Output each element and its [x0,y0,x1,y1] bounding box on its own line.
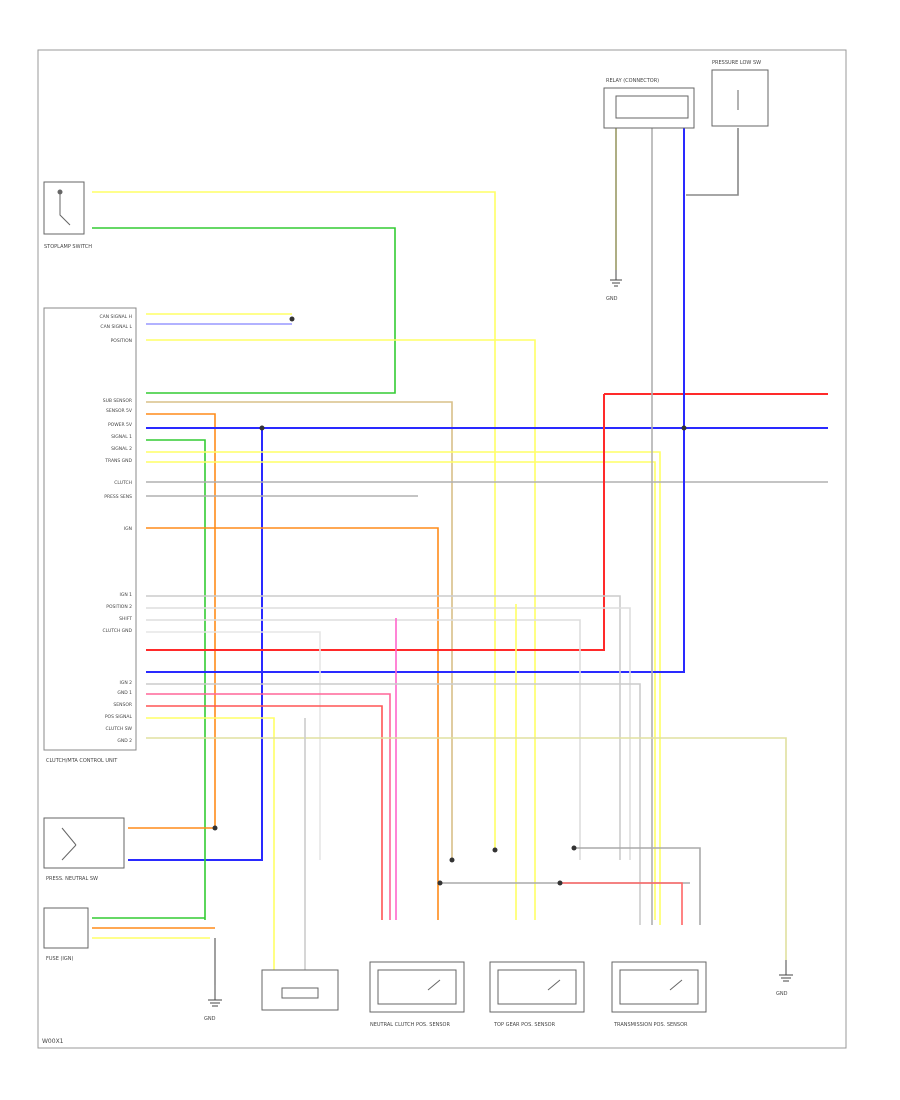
pin-label: POSITION 2 [106,604,132,610]
wire-clutch-yellow [146,451,661,925]
wire-power-orange [146,413,216,828]
pin-label: POWER 5V [108,422,133,428]
pin-label: CAN SIGNAL H [100,314,132,320]
wire-gray-right-top [686,128,739,196]
wire-clutch-gnd [146,619,581,860]
splice-dot [571,845,577,851]
wire-position-yellow [146,339,536,920]
control-unit [43,307,137,751]
control-unit-pins: CAN SIGNAL H CAN SIGNAL L POSITION SUB SENS… [100,314,133,744]
splice-dot [289,316,295,322]
splice-dot [449,857,455,863]
pin-label: SUB SENSOR [103,398,132,404]
wire-act3-top [574,847,701,925]
wire-group [92,128,828,985]
ground-label: GND [204,1016,216,1022]
neutral-switch [43,817,125,869]
wire-gnd1 [146,683,641,925]
actuator-neutral [369,961,465,1013]
pin-label: SENSOR 5V [106,408,133,414]
pin-label: CAN SIGNAL L [100,324,132,330]
wire-trans-green [146,439,206,920]
pin-label: CLUTCH SW [106,726,133,732]
relay-connector [603,87,695,129]
actuator-transmission [611,961,707,1013]
wire-gnd2 [146,737,787,960]
wire-pos-red [146,705,383,920]
pin-label: POSITION [111,338,132,344]
ground-symbol [208,270,793,1007]
pressure-sensor-label: PRESSURE LOW SW [712,60,761,66]
wire-stoplamp-green [92,227,396,394]
splice-dot [259,425,265,431]
actuator-transmission-label: TRANSMISSION POS. SENSOR [613,1022,688,1028]
pin-label: TRANS GND [104,458,132,464]
actuator-top-gear-label: TOP GEAR POS. SENSOR [493,1022,556,1028]
splice-dot [557,880,563,886]
pin-label: IGN [124,526,132,532]
pin-label: SHIFT [119,616,132,622]
diagram-frame [37,49,847,1049]
wire-signal-blue-drop [128,428,263,861]
wire-clutchsw-yellow [146,717,275,970]
splice-dot [681,425,687,431]
pin-label: GND 1 [117,690,132,696]
ground-label: GND [606,296,618,302]
wire-bottom-red [560,882,683,925]
fuse-label: FUSE (IGN) [46,956,73,962]
wire-blue-vertical [146,128,685,673]
wire-red-down [146,394,605,651]
wire-sensor-pink [146,693,391,920]
wire-sensor-tan [146,401,453,860]
pin-label: IGN 2 [120,680,133,686]
pin-label: IGN 1 [120,592,133,598]
wire-stoplamp-yellow [92,191,496,850]
splice-group [212,316,687,886]
pin-label: SIGNAL 1 [111,434,132,440]
control-unit-label: CLUTCH/MTA CONTROL UNIT [46,758,118,764]
relay-label: RELAY (CONNECTOR) [606,78,659,84]
splice-dot [437,880,443,886]
pin-label: POS SIGNAL [105,714,133,720]
wire-shift-gray [146,595,621,860]
fuse-box [43,907,89,949]
wire-press-yellow [146,461,656,920]
page-code: W00X1 [42,1038,64,1045]
neutral-switch-label: PRESS. NEUTRAL SW [46,876,98,882]
pin-label: PRESS SENS [104,494,132,500]
wire-shift-gray2 [146,607,631,860]
stoplamp-label: STOPLAMP SWITCH [44,244,92,250]
ground-label: GND [776,991,788,997]
wire-pos2-orange [146,527,439,920]
relay-bottom [261,969,339,1011]
actuator-neutral-label: NEUTRAL CLUTCH POS. SENSOR [370,1022,450,1028]
pressure-sensor-box [711,69,769,127]
actuator-top-gear [489,961,585,1013]
wire-ign2 [146,631,321,860]
splice-dot [492,847,498,853]
pin-label: GND 2 [117,738,132,744]
pin-label: SENSOR [113,702,132,708]
stoplamp-switch [43,181,85,235]
pin-label: CLUTCH GND [103,628,133,634]
splice-dot [212,825,218,831]
pin-label: CLUTCH [114,480,132,486]
pin-label: SIGNAL 2 [111,446,132,452]
